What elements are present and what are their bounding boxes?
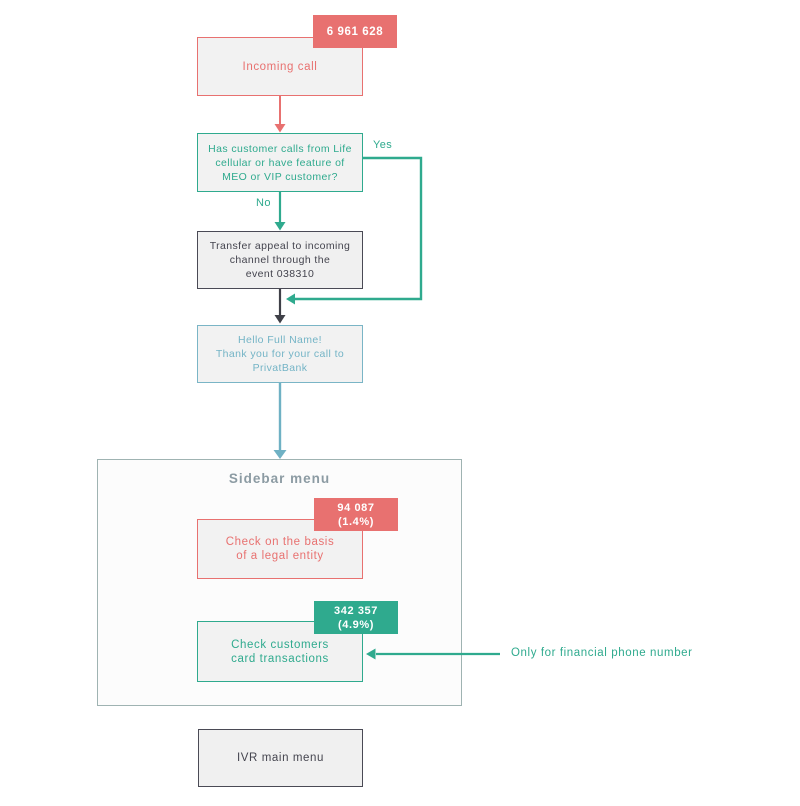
- edge-transfer-to-greeting: [274, 289, 286, 324]
- decision-line-1: Has customer calls from Life: [208, 142, 352, 155]
- badge-card-value: 342 357: [334, 604, 378, 617]
- badge-incoming-count: 6 961 628: [313, 15, 397, 48]
- edge-decision-no-to-transfer: [274, 192, 286, 231]
- decision-line-3: MEO or VIP customer?: [222, 170, 338, 183]
- greeting-line-3: PrivatBank: [252, 362, 308, 374]
- node-incoming-call-label: Incoming call: [242, 60, 318, 73]
- badge-card-count: 342 357 (4.9%): [314, 601, 398, 634]
- transfer-line-3: event 038310: [245, 268, 315, 280]
- edge-label-no: No: [256, 197, 271, 209]
- annotation-financial-phone: Only for financial phone number: [511, 647, 693, 659]
- node-transfer-event: Transfer appeal to incoming channel thro…: [197, 231, 363, 289]
- edge-label-yes: Yes: [373, 139, 393, 151]
- edge-greeting-to-sidebar: [273, 383, 287, 459]
- card-line-1: Check customers: [231, 638, 329, 651]
- greeting-line-1: Hello Full Name!: [237, 334, 322, 346]
- badge-legal-value: 94 087: [337, 501, 375, 514]
- badge-card-percent: (4.9%): [338, 618, 374, 631]
- sidebar-menu-title: Sidebar menu: [228, 471, 331, 486]
- card-line-2: card transactions: [231, 652, 329, 665]
- badge-incoming-value: 6 961 628: [326, 25, 384, 38]
- badge-legal-percent: (1.4%): [338, 515, 374, 528]
- legal-line-2: of a legal entity: [236, 550, 324, 562]
- greeting-line-2: Thank you for your call to: [215, 348, 345, 360]
- node-ivr-main-menu: IVR main menu: [198, 729, 363, 787]
- decision-line-2: cellular or have feature of: [215, 156, 345, 169]
- transfer-line-2: channel through the: [229, 254, 331, 266]
- badge-legal-count: 94 087 (1.4%): [314, 498, 398, 531]
- legal-line-1: Check on the basis: [225, 536, 335, 548]
- edge-incoming-to-decision: [274, 96, 286, 133]
- ivr-label: IVR main menu: [236, 752, 325, 764]
- node-greeting: Hello Full Name! Thank you for your call…: [197, 325, 363, 383]
- transfer-line-1: Transfer appeal to incoming: [209, 240, 351, 252]
- node-decision-customer-type: Has customer calls from Life cellular or…: [197, 133, 363, 192]
